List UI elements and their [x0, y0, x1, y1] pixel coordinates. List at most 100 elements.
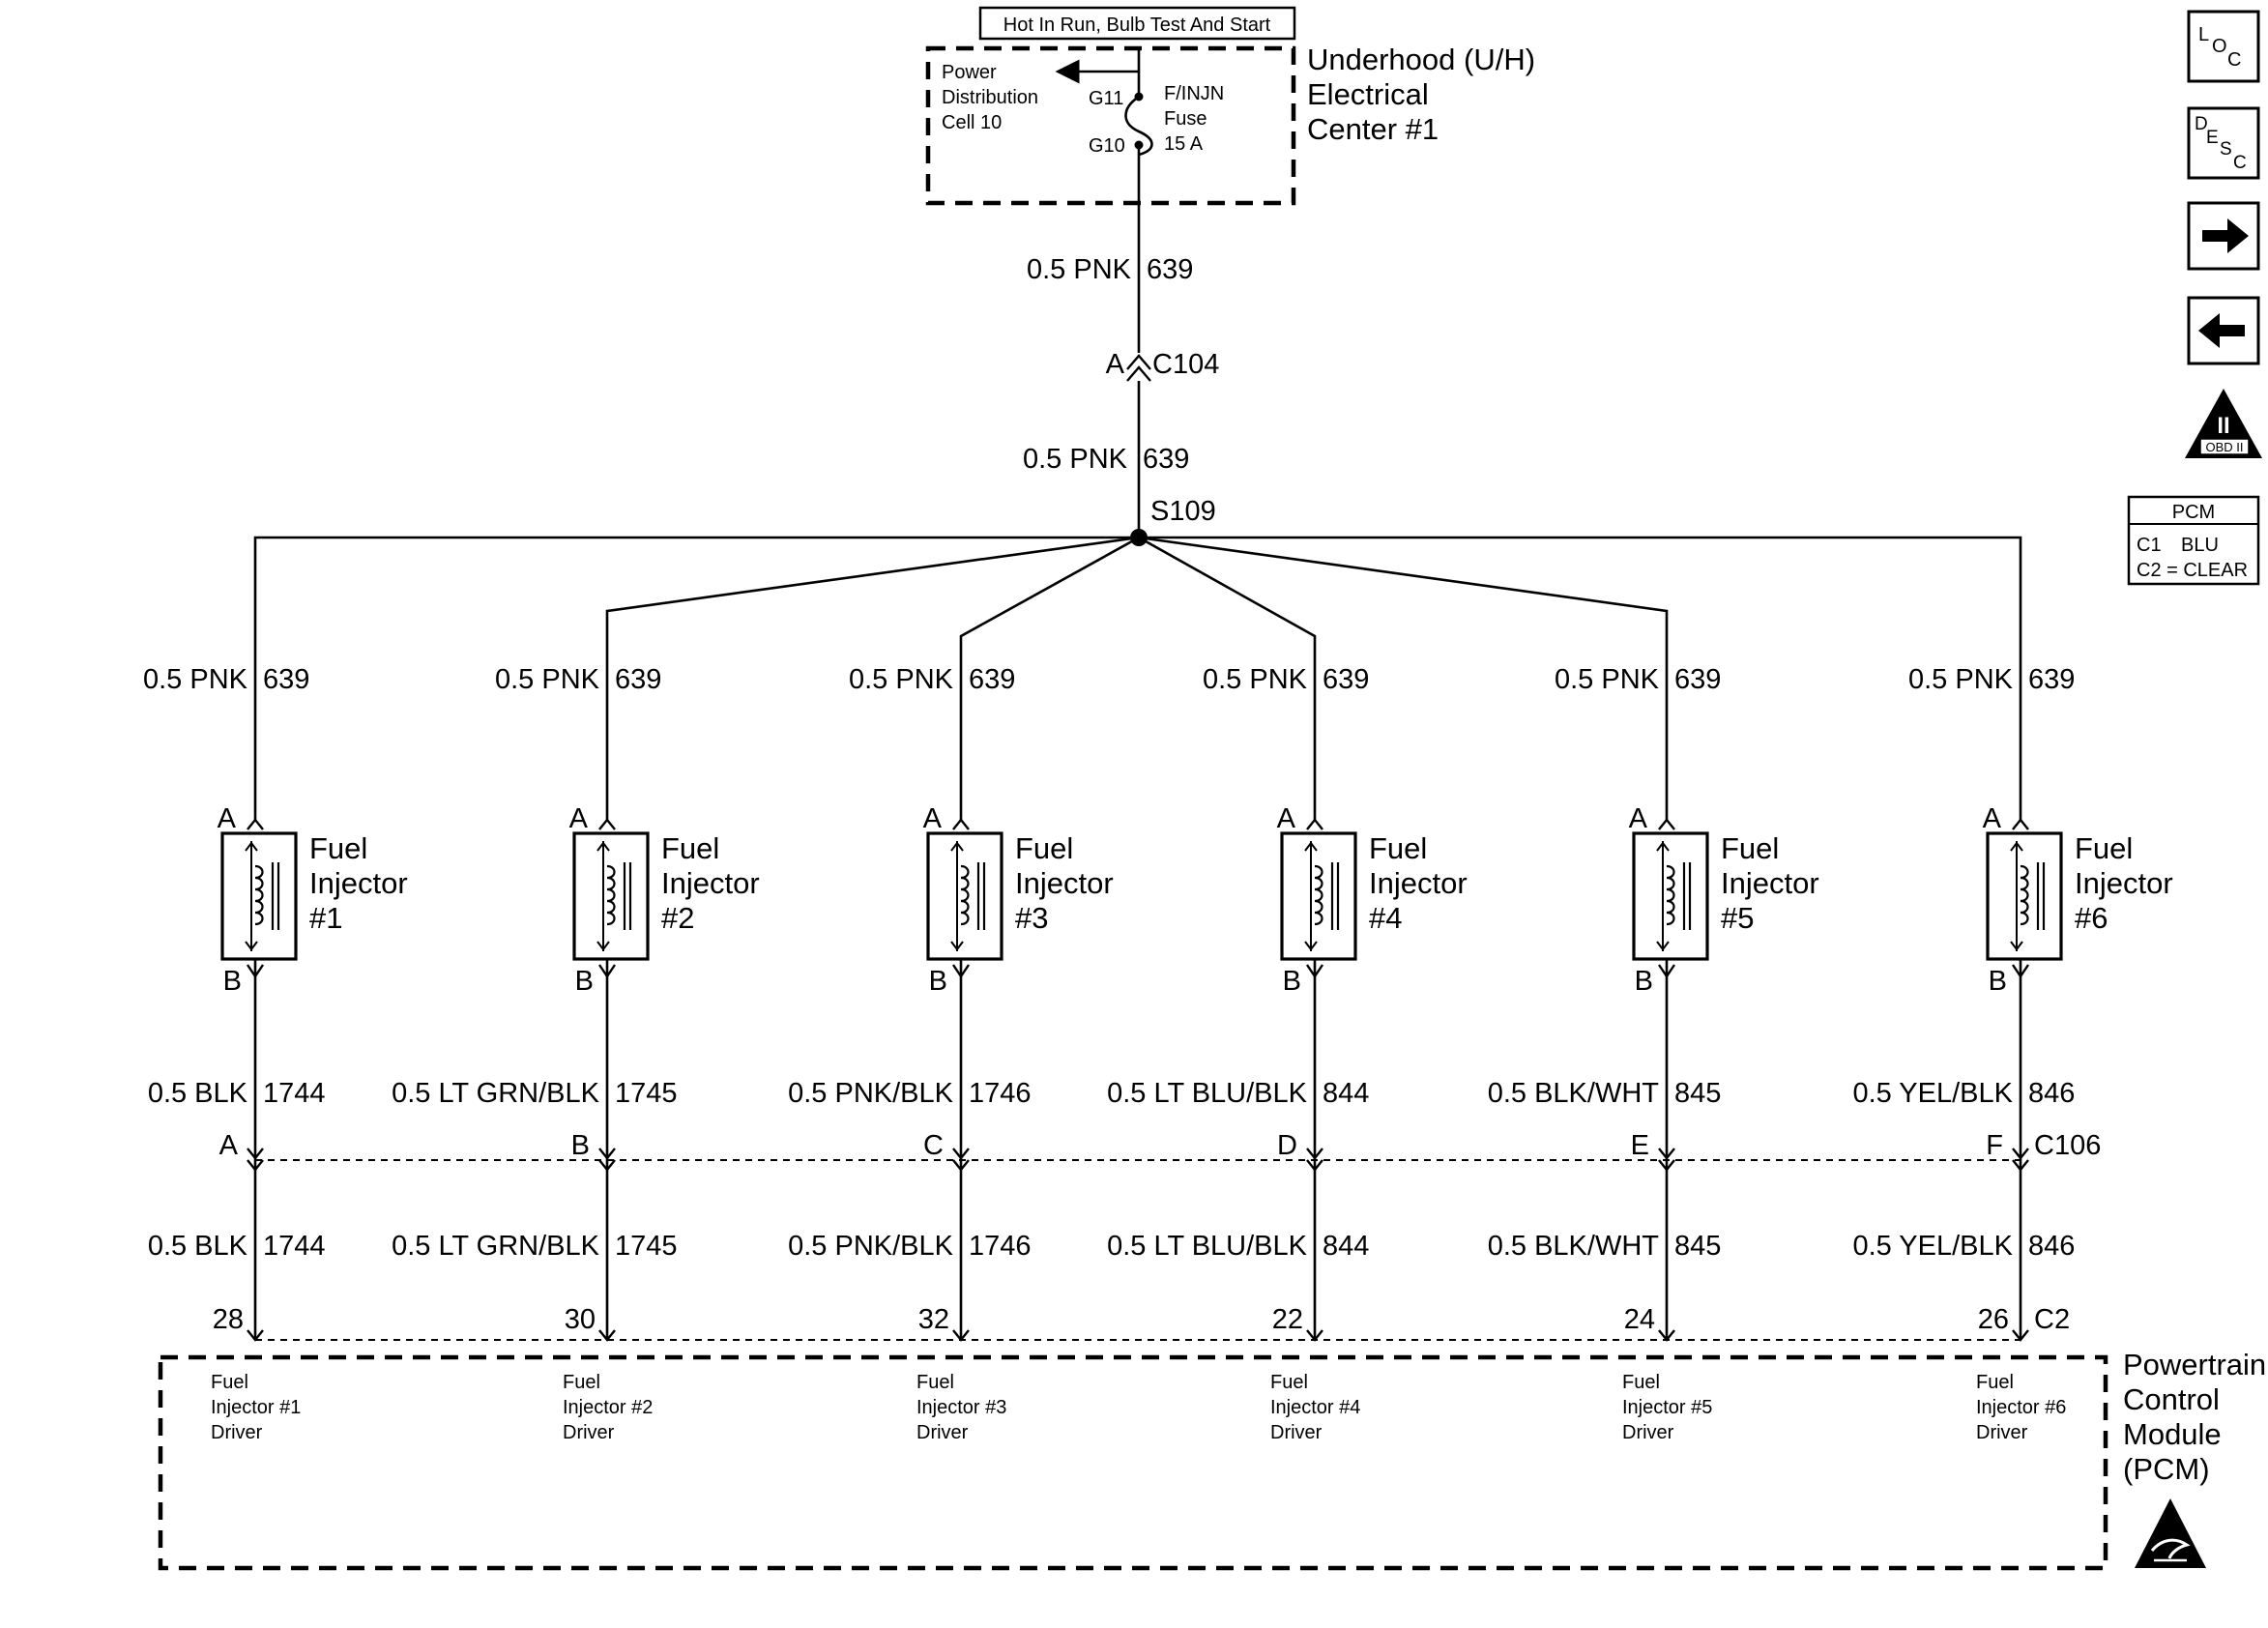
branch-gauge: 0.5 PNK	[495, 664, 600, 695]
injector-name-1: Fuel	[1721, 831, 1779, 865]
svg-text:OBD II: OBD II	[2205, 440, 2243, 454]
fuse-label-1: F/INJN	[1164, 83, 1224, 104]
fuel-injector-box	[572, 831, 650, 961]
pcm-name-4: (PCM)	[2123, 1452, 2210, 1486]
pin-a-label: A	[569, 803, 589, 834]
coil-arrows	[1656, 841, 1670, 951]
c106-chevron	[598, 1148, 616, 1172]
control-wire-color-lower: 0.5 LT GRN/BLK	[392, 1231, 600, 1262]
branch-circuit: 639	[1674, 664, 1721, 695]
terminal-g11: G11	[1089, 88, 1123, 109]
driver-label-3: Driver	[1976, 1422, 2028, 1443]
driver-label-3: Driver	[1622, 1422, 1674, 1443]
injector-name-2: Injector	[309, 866, 408, 900]
pin-a-label: A	[1983, 803, 2002, 834]
feed-upper-gauge: 0.5 PNK	[1027, 254, 1132, 285]
injector-name-2: Injector	[1721, 866, 1819, 900]
c106-pin-label: C	[923, 1130, 944, 1161]
loc-icon: L O C	[2198, 24, 2241, 71]
coil-arrows	[2010, 841, 2023, 951]
pin-a-label: A	[218, 803, 237, 834]
branch-circuit: 639	[2028, 664, 2075, 695]
cell-label-2: Distribution	[942, 87, 1038, 108]
injector-name-1: Fuel	[2075, 831, 2133, 865]
driver-label-1: Fuel	[1976, 1372, 2014, 1393]
branch-circuit: 639	[615, 664, 661, 695]
center-name-2: Electrical	[1307, 77, 1429, 111]
fuel-injector-box	[1632, 831, 1709, 961]
pin-b-label: B	[1989, 966, 2007, 997]
svg-text:O: O	[2212, 36, 2227, 57]
pin-a-chevron	[2012, 818, 2029, 830]
feed-lower-gauge: 0.5 PNK	[1023, 444, 1128, 475]
injector-name-3: #4	[1369, 901, 1402, 935]
injector-name-1: Fuel	[661, 831, 719, 865]
branch-circuit: 639	[1323, 664, 1369, 695]
back-button[interactable]	[2187, 296, 2260, 365]
legend-title: PCM	[2172, 502, 2215, 523]
driver-label-3: Driver	[1270, 1422, 1323, 1443]
feed-branch-wire	[1138, 536, 1669, 820]
splice-label: S109	[1150, 496, 1216, 527]
c106-chevron	[247, 1148, 264, 1172]
pin-b-label: B	[1283, 966, 1301, 997]
control-wire-circuit-lower: 845	[1674, 1231, 1721, 1262]
c106-chevron	[1658, 1148, 1675, 1172]
control-wire-color-upper: 0.5 PNK/BLK	[788, 1078, 954, 1109]
svg-text:C: C	[2227, 49, 2241, 71]
desc-button[interactable]: D E S C	[2187, 106, 2260, 180]
pcm-pin-label: 26	[1978, 1304, 2009, 1335]
injector-name-1: Fuel	[1369, 831, 1427, 865]
fuse-label-3: 15 A	[1164, 133, 1204, 155]
injector-name-3: #2	[661, 901, 694, 935]
feed-branch-wire	[253, 536, 1139, 820]
pin-a-chevron	[1306, 818, 1323, 830]
next-button[interactable]	[2187, 201, 2260, 271]
control-wire-circuit-lower: 844	[1323, 1231, 1369, 1262]
feed-upper-circuit: 639	[1147, 254, 1193, 285]
injector-name-1: Fuel	[1015, 831, 1073, 865]
driver-label-2: Injector #3	[916, 1397, 1006, 1418]
pin-b-label: B	[1635, 966, 1653, 997]
c106-pin-label: B	[571, 1130, 590, 1161]
injector-name-2: Injector	[1015, 866, 1114, 900]
control-wire-color-upper: 0.5 BLK/WHT	[1488, 1078, 1660, 1109]
injector-name-1: Fuel	[309, 831, 367, 865]
driver-label-3: Driver	[916, 1422, 969, 1443]
loc-button[interactable]: L O C	[2187, 10, 2260, 83]
c106-chevron	[2012, 1148, 2029, 1172]
injector-name-3: #3	[1015, 901, 1048, 935]
solenoid-coil-icon	[606, 864, 616, 926]
pin-a-label: A	[1629, 803, 1648, 834]
coil-arrows	[950, 841, 964, 951]
svg-text:C: C	[2233, 153, 2247, 173]
pin-a-chevron	[1658, 818, 1675, 830]
branch-gauge: 0.5 PNK	[1203, 664, 1308, 695]
fuel-injector-box	[220, 831, 298, 961]
control-wire-circuit-upper: 845	[1674, 1078, 1721, 1109]
branch-gauge: 0.5 PNK	[1908, 664, 2014, 695]
obd-ii-badge: II OBD II	[2185, 389, 2262, 458]
driver-label-2: Injector #4	[1270, 1397, 1360, 1418]
coil-arrows	[1304, 841, 1318, 951]
control-wire-circuit-upper: 844	[1323, 1078, 1369, 1109]
control-wire-circuit-upper: 1746	[969, 1078, 1032, 1109]
c106-label: C106	[2034, 1130, 2101, 1161]
driver-label-2: Injector #2	[563, 1397, 653, 1418]
c106-pin-label: D	[1277, 1130, 1297, 1161]
solenoid-coil-icon	[1314, 864, 1323, 926]
pcm-pin-label: 22	[1272, 1304, 1303, 1335]
solenoid-coil-icon	[960, 864, 970, 926]
cell-label-3: Cell 10	[942, 112, 1002, 133]
pin-b-label: B	[223, 966, 242, 997]
injector-name-3: #6	[2075, 901, 2108, 935]
pcm-name-2: Control	[2123, 1382, 2220, 1416]
svg-text:II: II	[2217, 413, 2229, 439]
fuse-symbol	[1124, 95, 1153, 157]
c106-chevron	[952, 1148, 970, 1172]
control-wire-color-lower: 0.5 LT BLU/BLK	[1107, 1231, 1308, 1262]
